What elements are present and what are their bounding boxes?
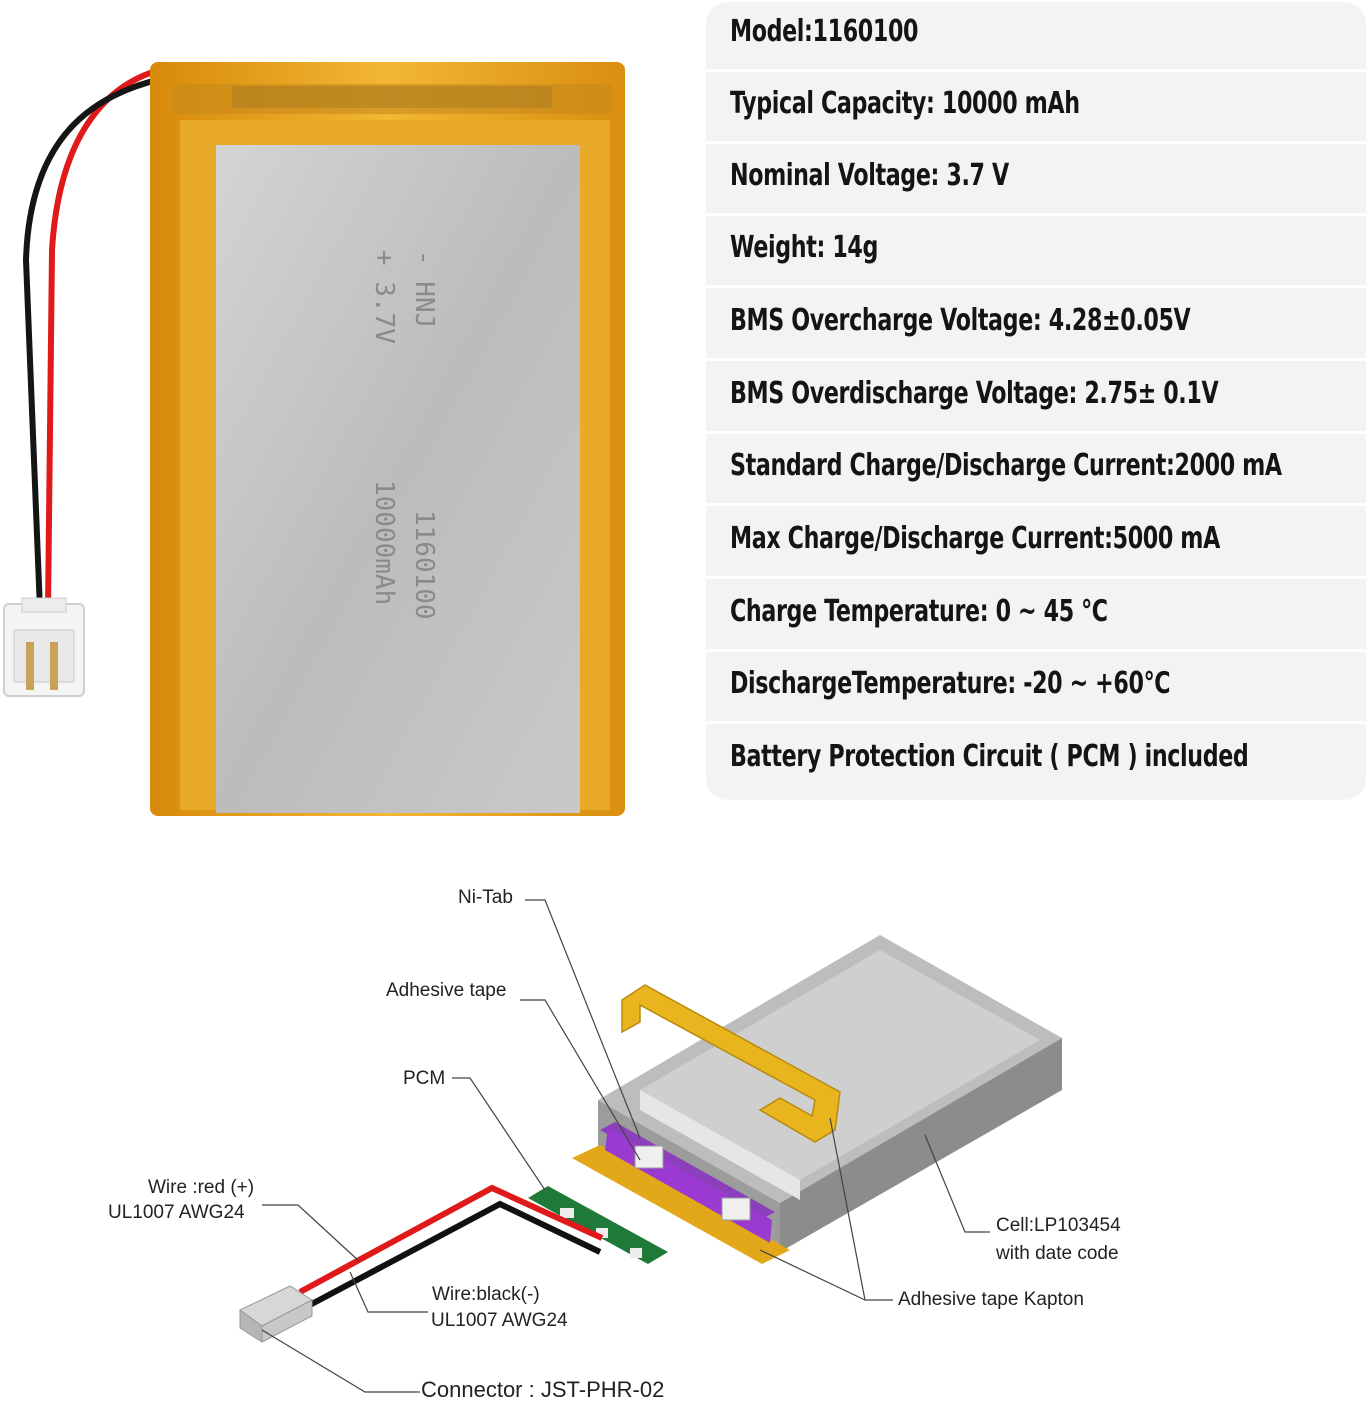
ni-tab-left — [634, 1145, 664, 1169]
spec-row-pcm: Battery Protection Circuit ( PCM ) inclu… — [706, 727, 1366, 797]
spec-table: Model:1160100 Typical Capacity: 10000 mA… — [706, 2, 1366, 800]
spec-row-weight: Weight: 14g — [706, 218, 1366, 288]
battery-label-line2: + 3.7V — [369, 250, 399, 344]
label-cell-date: with date code — [996, 1243, 1119, 1264]
adhesive-strap — [621, 984, 841, 1143]
spec-row-charge-temp: Charge Temperature: 0 ~ 45 ℃ — [706, 582, 1366, 652]
label-wire-black-spec: UL1007 AWG24 — [431, 1310, 568, 1331]
connector-diagram — [239, 1285, 313, 1343]
spec-weight: Weight: 14g — [730, 230, 878, 265]
label-adhesive-tape: Adhesive tape — [386, 980, 507, 1001]
spec-row-max-current: Max Charge/Discharge Current:5000 mA — [706, 509, 1366, 579]
spec-row-model: Model:1160100 — [706, 2, 1366, 72]
spec-row-voltage: Nominal Voltage: 3.7 V — [706, 146, 1366, 216]
label-kapton: Adhesive tape Kapton — [898, 1289, 1084, 1310]
label-connector: Connector : JST-PHR-02 — [421, 1377, 665, 1402]
spec-capacity: Typical Capacity: 10000 mAh — [730, 86, 1080, 121]
spec-row-overcharge: BMS Overcharge Voltage: 4.28±0.05V — [706, 291, 1366, 361]
battery-body — [150, 62, 625, 816]
label-pcm: PCM — [403, 1068, 446, 1089]
lipo-battery-illustration: - HNJ + 3.7V 1160100 10000mAh — [3, 62, 625, 816]
label-wire-red-spec: UL1007 AWG24 — [108, 1202, 245, 1223]
jst-connector — [3, 597, 85, 697]
spec-row-discharge-temp: DischargeTemperature: -20 ~ +60℃ — [706, 654, 1366, 724]
spec-max-current: Max Charge/Discharge Current:5000 mA — [730, 521, 1220, 556]
label-wire-black: Wire:black(-) — [432, 1284, 540, 1305]
spec-overdischarge: BMS Overdischarge Voltage: 2.75± 0.1V — [730, 376, 1219, 411]
black-wire — [22, 73, 176, 611]
spec-standard-current: Standard Charge/Discharge Current:2000 m… — [730, 448, 1282, 483]
exploded-diagram: Ni-Tab Adhesive tape PCM Wire :red (+) U… — [0, 860, 1368, 1403]
spec-charge-temp: Charge Temperature: 0 ~ 45 ℃ — [730, 594, 1108, 629]
battery-photo: - HNJ + 3.7V 1160100 10000mAh — [0, 0, 700, 840]
label-cell: Cell:LP103454 — [996, 1215, 1121, 1236]
spec-pcm: Battery Protection Circuit ( PCM ) inclu… — [730, 739, 1249, 774]
pcm-board — [528, 1186, 668, 1264]
spec-row-standard-current: Standard Charge/Discharge Current:2000 m… — [706, 436, 1366, 506]
spec-row-overdischarge: BMS Overdischarge Voltage: 2.75± 0.1V — [706, 364, 1366, 434]
black-wire-diagram — [306, 1200, 602, 1309]
exploded-diagram-graphic — [239, 899, 1062, 1393]
spec-row-capacity: Typical Capacity: 10000 mAh — [706, 74, 1366, 144]
ni-tab-right — [721, 1197, 751, 1221]
spec-voltage: Nominal Voltage: 3.7 V — [730, 158, 1009, 193]
battery-label-line3: 1160100 — [409, 510, 439, 620]
battery-label-line4: 10000mAh — [369, 480, 399, 605]
spec-overcharge: BMS Overcharge Voltage: 4.28±0.05V — [730, 303, 1191, 338]
label-ni-tab: Ni-Tab — [458, 887, 513, 908]
battery-label-line1: - HNJ — [409, 250, 439, 328]
spec-discharge-temp: DischargeTemperature: -20 ~ +60℃ — [730, 666, 1171, 701]
spec-model: Model:1160100 — [730, 14, 919, 49]
red-wire-diagram — [298, 1184, 604, 1295]
label-wire-red: Wire :red (+) — [148, 1177, 255, 1198]
